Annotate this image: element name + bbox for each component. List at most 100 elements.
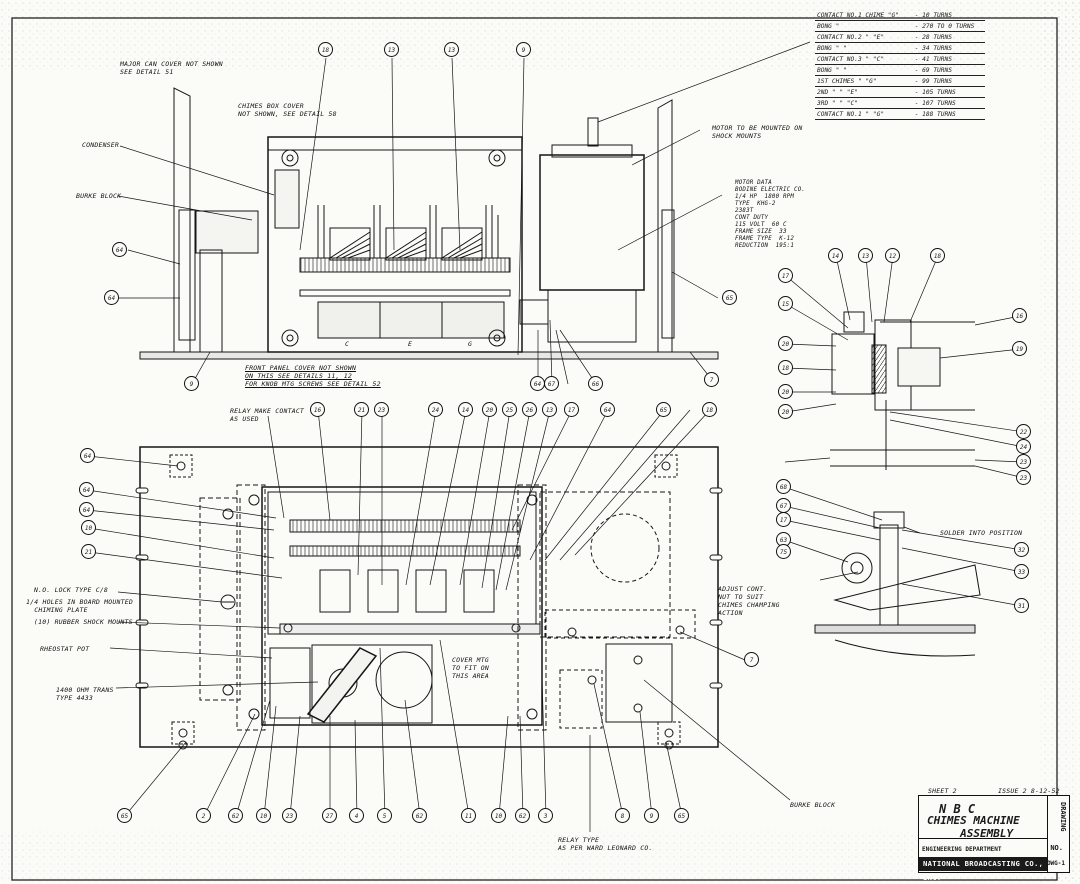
turns-contact-cell: CONTACT NO.1 " "G" — [815, 108, 913, 120]
turns-value-cell: - 188 TURNS — [912, 108, 985, 120]
motor-shaft — [587, 117, 599, 147]
callout-bubble: 17 — [778, 268, 793, 283]
motor-gearbox — [547, 289, 637, 343]
callout-bubble: 65 — [674, 808, 689, 823]
detail-a-block — [897, 347, 941, 387]
callout-bubble: 27 — [322, 808, 337, 823]
callout-bubble: 20 — [778, 404, 793, 419]
relay-plan-right — [559, 669, 603, 729]
turns-contact-cell: BONG " " — [815, 42, 913, 54]
relay-unit-2 — [385, 227, 427, 261]
note-issue: ISSUE 2 8-12-52 — [998, 787, 1060, 795]
turns-value-cell: - 69 TURNS — [912, 64, 985, 76]
callout-bubble: 21 — [81, 544, 96, 559]
callout-bubble: 12 — [885, 248, 900, 263]
callout-bubble: 16 — [310, 402, 325, 417]
turns-value-cell: - 41 TURNS — [912, 53, 985, 65]
shaft-rail-plan — [279, 623, 541, 635]
callout-bubble: 66 — [588, 376, 603, 391]
note-relay-make-contact: RELAY MAKE CONTACT AS USED — [230, 407, 305, 423]
top-elevation-view — [139, 87, 719, 360]
detail-b-wheel — [841, 552, 873, 584]
detail-b-arc — [834, 639, 976, 657]
burke-stem-elevation — [199, 249, 223, 353]
callout-bubble: 21 — [354, 402, 369, 417]
title-no-label: NO. — [1050, 844, 1063, 852]
callout-bubble: 62 — [228, 808, 243, 823]
turns-row: 3RD " " "C"- 107 TURNS — [815, 97, 985, 109]
turns-row: CONTACT NO.1 CHIME "G"- 10 TURNS — [815, 10, 985, 21]
callout-bubble: 11 — [461, 808, 476, 823]
callout-bubble: 18 — [318, 42, 333, 57]
callout-bubble: 20 — [482, 402, 497, 417]
relay-unit-1 — [329, 227, 371, 261]
note-solder: SOLDER INTO POSITION — [940, 529, 1023, 537]
note-cover-fit: COVER MTG TO FIT ON THIS AREA — [452, 656, 490, 680]
relay-plan-3 — [415, 569, 447, 613]
title-chimes-assembly: CHIMES MACHINE ASSEMBLY — [927, 814, 1020, 840]
note-burke-block-bottom: BURKE BLOCK — [790, 801, 836, 809]
title-company-bar: NATIONAL BROADCASTING CO., INC. — [919, 857, 1047, 882]
note-rheostat: RHEOSTAT POT — [40, 645, 90, 653]
note-adjust-contact: ADJUST CONT. NUT TO SUIT CHIMES CHAMPING… — [718, 585, 780, 617]
chimes-box-plan — [261, 486, 543, 726]
callout-bubble: 67 — [776, 498, 791, 513]
base-plate-elevation — [139, 351, 719, 360]
turns-contact-cell: 1ST CHIMES " "G" — [815, 75, 913, 87]
relay-unit-3 — [441, 227, 483, 261]
callout-bubble: 64 — [600, 402, 615, 417]
callout-bubble: 7 — [704, 372, 719, 387]
title-block: N B C CHIMES MACHINE ASSEMBLY DRAWING EN… — [918, 795, 1070, 882]
callout-bubble: 16 — [1012, 308, 1027, 323]
callout-bubble: 20 — [778, 336, 793, 351]
note-contact-wiring: MAJOR CAN COVER NOT SHOWN SEE DETAIL 51 — [120, 60, 223, 76]
contact-springs-1 — [329, 231, 371, 259]
callout-bubble: 23 — [374, 402, 389, 417]
pot-block-plan — [269, 647, 311, 719]
turns-row: BONG "- 270 TO 0 TURNS — [815, 20, 985, 32]
callout-bubble: 10 — [81, 520, 96, 535]
condenser-elevation — [274, 169, 300, 229]
note-condenser: CONDENSER — [82, 141, 120, 149]
lever-arm-plan — [306, 647, 378, 723]
title-block-rule-2 — [1047, 796, 1048, 872]
left-bracket-elevation — [173, 87, 191, 353]
rheostat-plan — [375, 651, 433, 709]
turns-row: BONG " "- 69 TURNS — [815, 64, 985, 76]
callout-bubble: 33 — [1014, 564, 1029, 579]
turns-contact-cell: 3RD " " "C" — [815, 97, 913, 109]
turns-value-cell: - 99 TURNS — [912, 75, 985, 87]
callout-bubble: 18 — [778, 360, 793, 375]
detail-b-cap — [873, 511, 905, 529]
gear-housing-elevation — [317, 301, 505, 339]
callout-bubble: 10 — [256, 808, 271, 823]
title-department: ENGINEERING DEPARTMENT — [922, 846, 1002, 853]
detail-b-wheel-hub — [850, 561, 864, 575]
note-sheet: SHEET 2 — [928, 787, 957, 795]
gear-letter-e: E — [408, 340, 413, 348]
callout-bubble: 23 — [1016, 470, 1031, 485]
turns-value-cell: - 107 TURNS — [912, 97, 985, 109]
callout-bubble: 24 — [428, 402, 443, 417]
vertical-posts-top — [317, 205, 499, 258]
motor-end-cap — [551, 144, 633, 158]
relay-plan-4 — [463, 569, 495, 613]
callout-bubble: 65 — [722, 290, 737, 305]
callout-bubble: 10 — [491, 808, 506, 823]
turns-contact-cell: BONG " — [815, 20, 913, 32]
turns-row: 2ND " " "E"- 105 TURNS — [815, 86, 985, 98]
relay-plan-2 — [367, 569, 399, 613]
paper-grime-bottom — [0, 830, 1080, 884]
title-side-stamp: DRAWING — [1059, 802, 1067, 832]
callout-bubble: 64 — [104, 290, 119, 305]
chimes-box-elevation — [267, 136, 523, 353]
contact-springs-3 — [441, 231, 483, 259]
callout-bubble: 24 — [1016, 439, 1031, 454]
callout-bubble: 62 — [515, 808, 530, 823]
callout-bubble: 4 — [349, 808, 364, 823]
title-dwg-number: DWG-1 — [1046, 860, 1065, 867]
callout-bubble: 9 — [184, 376, 199, 391]
